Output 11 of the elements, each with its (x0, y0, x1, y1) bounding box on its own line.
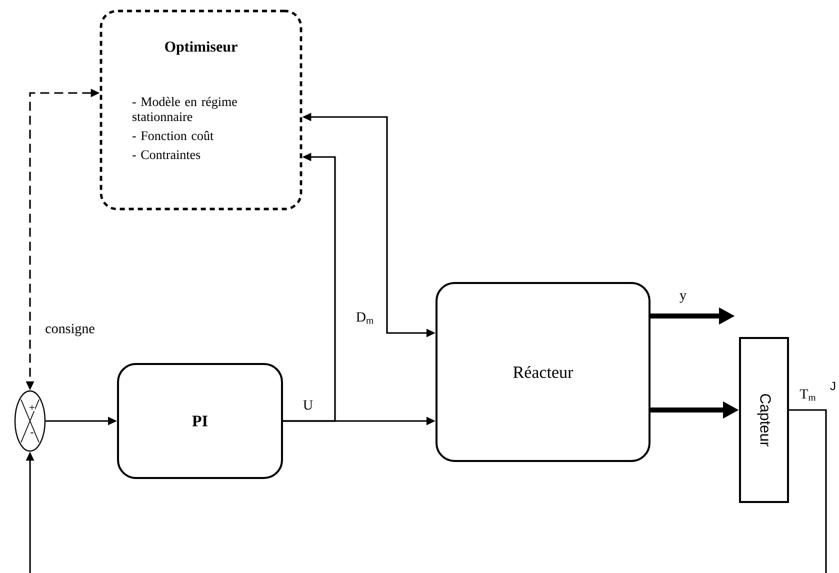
edge-label: T$_{m}$ (798, 388, 818, 402)
edge-label: consigne (44, 322, 96, 338)
edge-label: D$_{m}$ (354, 311, 376, 325)
edge-label: U (302, 399, 314, 411)
sensor-box: Capteur (739, 337, 789, 503)
optimizer-box: Optimiseur - Modèle en régime stationnaire - Fonction coût - Contraintes (100, 10, 302, 210)
cut-off-text: J (830, 382, 836, 390)
controller-box: PI (117, 363, 283, 479)
summing-junction: + - (14, 390, 46, 452)
edge-label: y (678, 292, 688, 304)
reactor-box: Réacteur (436, 282, 650, 462)
